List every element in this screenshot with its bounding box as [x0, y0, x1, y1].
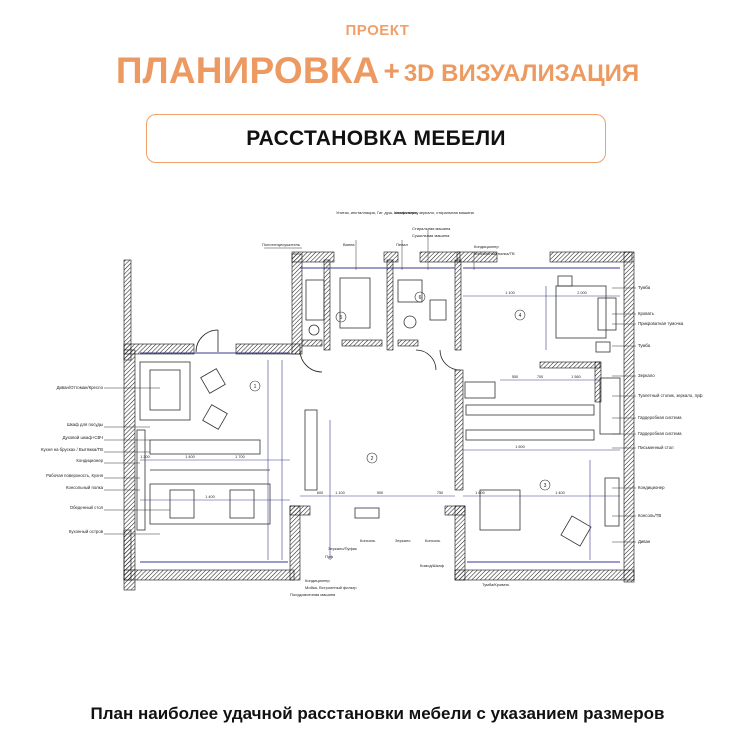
plan-label: Тумба/Кровать	[482, 582, 509, 587]
title-main: ПЛАНИРОВКА	[115, 50, 380, 91]
room-number: 6	[419, 295, 422, 301]
entry-door	[195, 329, 461, 373]
plan-label: Туалетный столик, зеркало, пуф	[638, 393, 703, 398]
plan-label: Мойка, Встроенный фильтр	[305, 585, 357, 590]
plan-label: Кухонный остров	[69, 529, 104, 534]
plan-label: Комод/Шкаф	[420, 563, 445, 568]
dimension-label: 900	[377, 491, 383, 495]
window-lines	[140, 267, 620, 563]
dimension-label: 1 400	[185, 455, 195, 459]
dimension-label: 1 100	[505, 291, 515, 295]
plan-label: Рабочая поверхность, Кухня	[46, 473, 104, 478]
walls	[123, 251, 635, 591]
plan-label: Кондиционер	[638, 485, 665, 490]
plan-label: Кондиционер	[305, 578, 331, 583]
plan-label: Шкаф для посуды	[67, 422, 103, 427]
plan-label: Тумба	[638, 343, 651, 348]
plan-label: Сушильная машина	[412, 233, 450, 238]
plan-label: Полотенцесушитель	[262, 242, 300, 247]
dimension-label: 1 400	[205, 495, 215, 499]
title-sub: 3D ВИЗУАЛИЗАЦИЯ	[403, 60, 640, 87]
dimension-label: 550	[512, 375, 518, 379]
plan-label: Тумба	[638, 285, 651, 290]
plan-label: Посудомоечная машина	[290, 592, 336, 597]
plan-label: Диван	[638, 539, 651, 544]
caption: План наиболее удачной расстановки мебели…	[90, 704, 665, 723]
plan-label: Консольный полка/ТВ	[474, 251, 515, 256]
section-title: РАССТАНОВКА МЕБЕЛИ	[246, 126, 506, 150]
plan-label: Кухня на брусках / Вытяжка/ТВ	[41, 447, 103, 452]
plan-label: Гардеробная система	[638, 431, 682, 436]
plan-label: Зеркало	[395, 538, 411, 543]
plan-label: Стиральная машина	[412, 226, 451, 231]
plan-label: Пуф	[325, 554, 334, 559]
plan-label: Прикроватная тумочка	[638, 321, 684, 326]
furniture	[136, 275, 621, 547]
dimension-label: 2 000	[577, 291, 587, 295]
plan-label: Ванна	[343, 242, 355, 247]
room-number: 1	[254, 384, 257, 390]
plan-label: Письменный стол	[638, 445, 674, 450]
plan-label: Гардеробная система	[638, 415, 682, 420]
dimension-label: 1 600	[475, 491, 485, 495]
plan-label: Унитаз, инсталляция, Гиг. душ, шкаф свер…	[336, 210, 418, 215]
plan-label: Консоль	[360, 538, 375, 543]
dimension-label: 600	[317, 491, 323, 495]
dimension-label: 1 100	[335, 491, 345, 495]
leader-lines	[104, 230, 636, 543]
dimension-lines	[140, 286, 620, 560]
dimension-label: 1 560	[571, 375, 581, 379]
plan-label: Кондиционер	[76, 458, 103, 463]
room-markers	[249, 291, 551, 491]
dimension-label: 1 400	[555, 491, 565, 495]
room-number: 4	[519, 313, 522, 319]
project-kicker: ПРОЕКТ	[345, 22, 410, 39]
dimension-label: 700	[537, 375, 543, 379]
section-title-box: РАССТАНОВКА МЕБЕЛИ	[146, 114, 606, 163]
dimension-label: 1 600	[515, 445, 525, 449]
plan-label: Кровать	[638, 311, 655, 316]
plan-label: Диван/Оттоман/Кресло	[57, 385, 104, 390]
room-number: 3	[544, 483, 547, 489]
room-number: 2	[371, 456, 374, 462]
floor-plan: 1 2 3 4 5 6 Диван/Оттоман/Кресло Шкаф дл…	[41, 210, 703, 597]
plan-label: Зеркало	[638, 373, 655, 378]
plan-label: Консоль/ТВ	[638, 513, 661, 518]
dimension-label: 1 700	[235, 455, 245, 459]
plan-label: Консоль	[425, 538, 440, 543]
title-plus: +	[383, 55, 400, 86]
plan-label: Духовой шкаф+СВЧ	[63, 435, 103, 440]
page-title: ПЛАНИРОВКА+3D ВИЗУАЛИЗАЦИЯ	[0, 50, 755, 92]
dimension-label: 1 200	[140, 455, 150, 459]
plan-label: Кондиционер	[474, 244, 500, 249]
plan-label: Умывальник, зеркало, стиральная машина	[394, 210, 475, 215]
plan-label: Зеркало/Пуфик	[328, 546, 357, 551]
dimension-label: 750	[437, 491, 443, 495]
room-number: 5	[340, 315, 343, 321]
plan-label: Пенал	[396, 242, 409, 247]
plan-label: Обеденный стол	[70, 505, 104, 510]
plan-label: Консольный полка	[66, 485, 104, 490]
